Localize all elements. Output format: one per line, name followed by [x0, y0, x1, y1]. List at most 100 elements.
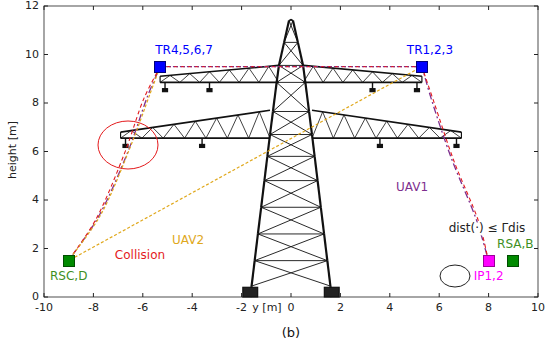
tower-strut	[315, 156, 318, 180]
tower-strut	[419, 127, 430, 138]
tower-strut	[261, 207, 324, 234]
tower-strut	[408, 124, 419, 138]
tower-strut	[252, 261, 328, 286]
tower-strut	[344, 115, 355, 138]
tick-label: -6	[137, 302, 148, 314]
tower-strut	[255, 260, 328, 261]
tower-strut	[323, 68, 333, 82]
marker-square	[483, 255, 495, 267]
insulator	[454, 144, 459, 147]
tick-mark	[192, 293, 193, 297]
uav-trajectory	[73, 73, 158, 255]
tower-strut	[261, 181, 264, 208]
tower-strut	[261, 181, 317, 208]
tower-strut	[255, 234, 258, 261]
tower-strut	[170, 75, 180, 82]
tick-mark	[389, 293, 390, 297]
marker-square	[63, 255, 75, 267]
tower-strut	[217, 118, 228, 138]
uav-trajectory	[75, 70, 416, 257]
tick-mark	[241, 293, 242, 297]
uav-trajectory	[73, 73, 158, 255]
tower-strut	[387, 121, 398, 138]
tower-strut	[412, 75, 422, 82]
tower-strut	[163, 124, 174, 138]
tick-label: 4	[32, 194, 39, 206]
tower-strut	[327, 261, 330, 286]
tower-strut	[239, 68, 249, 82]
tick-label: -4	[187, 302, 198, 314]
marker-label: TR4,5,6,7	[155, 44, 213, 57]
tower-strut	[270, 111, 273, 134]
axis-label: height [m]	[7, 121, 19, 179]
tower-strut	[160, 75, 170, 82]
tower-strut	[252, 261, 255, 286]
tower-strut	[279, 65, 303, 66]
tick-label: 10	[531, 302, 545, 314]
tower-strut	[258, 234, 327, 261]
tick-label: 4	[386, 302, 393, 314]
tower-strut	[376, 121, 387, 138]
tower-strut	[185, 121, 196, 138]
tower-strut	[200, 72, 210, 83]
tower-strut	[365, 118, 376, 138]
tower-strut	[269, 66, 279, 82]
tower-strut	[267, 135, 312, 157]
insulator	[370, 89, 375, 92]
tick-mark	[534, 297, 538, 298]
tick-mark	[44, 293, 45, 297]
uav-trajectory	[73, 73, 157, 255]
marker-label: TR1,2,3	[407, 44, 453, 57]
tower-strut	[270, 135, 315, 157]
tower-strut	[289, 19, 291, 20]
tick-label: -2	[236, 302, 247, 314]
tower-strut	[121, 131, 132, 139]
tower-strut	[284, 42, 303, 65]
tower-strut	[353, 70, 363, 82]
waypoint-marker: RSC,D	[50, 255, 87, 283]
tower-strut	[270, 111, 309, 134]
tick-mark	[44, 6, 45, 10]
tower-strut	[229, 70, 239, 82]
tower-strut	[382, 74, 392, 83]
insulator	[414, 89, 419, 92]
tick-mark	[488, 293, 489, 297]
insulator	[200, 144, 205, 147]
tick-mark	[389, 6, 390, 10]
tower-strut	[273, 111, 312, 134]
tick-mark	[534, 200, 538, 201]
tick-mark	[44, 54, 48, 55]
tower-strut	[206, 118, 217, 138]
tick-mark	[439, 6, 440, 10]
annotation: Collision	[115, 249, 165, 262]
tower-strut	[273, 82, 305, 111]
tower-strut	[309, 111, 312, 134]
tower-strut	[397, 124, 408, 138]
tower-strut	[321, 207, 324, 234]
waypoint-marker: TR4,5,6,7	[131, 44, 189, 72]
tick-label: 2	[337, 302, 344, 314]
tower-strut	[264, 156, 314, 180]
tower-strut	[258, 207, 321, 234]
waypoint-marker: RSA,B	[495, 238, 531, 266]
tower-strut	[303, 66, 313, 82]
tower-strut	[258, 233, 324, 234]
tick-mark	[291, 293, 292, 297]
tick-mark	[44, 297, 48, 298]
tick-label: -8	[88, 302, 99, 314]
tower-strut	[421, 76, 422, 82]
tick-mark	[538, 6, 539, 10]
tower-strut	[273, 82, 277, 111]
marker-label: RSC,D	[50, 270, 87, 283]
tick-mark	[44, 248, 48, 249]
tower-strut	[264, 180, 317, 181]
tower-strut	[318, 181, 321, 208]
tower-strut	[451, 131, 462, 139]
tower-strut	[195, 121, 206, 138]
tower-strut	[264, 181, 320, 208]
tower-strut	[291, 19, 293, 20]
tick-mark	[93, 293, 94, 297]
